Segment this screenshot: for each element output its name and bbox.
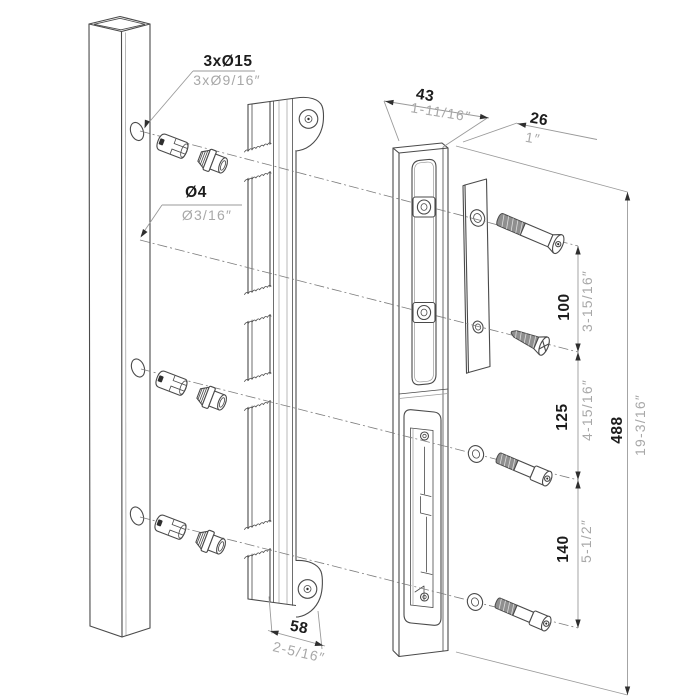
rail-serrations bbox=[243, 142, 272, 559]
plate-hole-top bbox=[469, 209, 486, 227]
dim-keeper-depth-metric: 26 bbox=[528, 109, 550, 130]
wall-anchor-top bbox=[156, 133, 228, 174]
keeper-profile bbox=[392, 142, 449, 658]
rail-screw-hole-top bbox=[295, 96, 325, 152]
dim-spacing-top-imperial: 3-15/16″ bbox=[579, 269, 595, 333]
dim-mount-holes-metric: 3xØ15 bbox=[203, 53, 253, 70]
socket-head-screw-bottom bbox=[494, 597, 552, 632]
socket-head-screw-top bbox=[495, 452, 553, 487]
dimension-lines bbox=[267, 100, 628, 696]
keeper-nut-bottom bbox=[412, 301, 436, 324]
dim-overall-height-metric: 488 bbox=[609, 416, 626, 444]
dim-spacing-bottom-imperial: 5-1/2″ bbox=[578, 518, 594, 564]
wall-anchor-middle bbox=[155, 370, 227, 411]
wall-anchor-bottom bbox=[154, 514, 226, 555]
countersunk-screw bbox=[496, 213, 565, 255]
keeper-nut-top bbox=[412, 196, 436, 218]
dim-pilot-hole-metric: Ø4 bbox=[185, 184, 207, 201]
gate-post bbox=[88, 15, 151, 638]
rail-screw-hole-bottom bbox=[295, 559, 323, 618]
dim-mount-holes-imperial: 3xØ9/16″ bbox=[193, 72, 261, 88]
washer-top bbox=[467, 445, 485, 463]
cover-plate bbox=[462, 178, 491, 374]
washer-bottom bbox=[466, 593, 484, 611]
keeper-latch-pocket bbox=[403, 409, 442, 626]
mounting-rail bbox=[243, 96, 325, 618]
post-mount-holes bbox=[129, 121, 146, 526]
dim-rail-width-metric: 58 bbox=[288, 617, 310, 638]
dim-spacing-bottom-metric: 140 bbox=[555, 535, 572, 563]
dim-pilot-hole-imperial: Ø3/16″ bbox=[181, 207, 233, 223]
keeper-slot bbox=[411, 158, 437, 386]
dim-spacing-top-metric: 100 bbox=[556, 293, 573, 321]
dim-spacing-middle-metric: 125 bbox=[554, 403, 571, 431]
plate-hole-bottom bbox=[472, 320, 484, 334]
self-tapping-screw bbox=[510, 330, 550, 356]
centerlines bbox=[139, 130, 579, 629]
dim-spacing-middle-imperial: 4-15/16″ bbox=[579, 378, 595, 442]
dim-overall-height-imperial: 19-3/16″ bbox=[632, 393, 648, 457]
dim-keeper-depth-imperial: 1″ bbox=[524, 128, 542, 148]
